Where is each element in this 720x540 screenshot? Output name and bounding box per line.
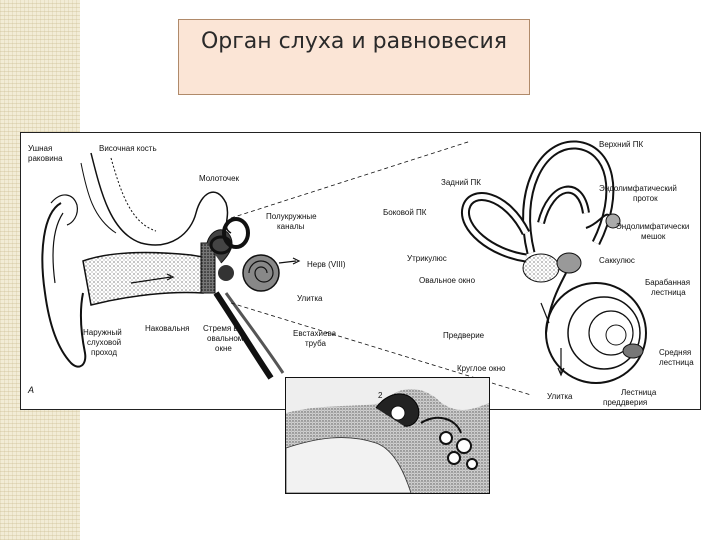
label-vestibuli-1: Лестница	[621, 388, 657, 397]
slide-title: Орган слуха и равновесия	[179, 29, 529, 54]
histology-image: 2	[286, 378, 489, 493]
label-endolymph-duct-1: Эндолимфатический	[599, 184, 677, 193]
histology-photo: 2	[285, 377, 490, 494]
temporal-bone-drawing	[81, 153, 231, 245]
label-media-2: лестница	[659, 358, 694, 367]
label-media-1: Средняя	[659, 348, 691, 357]
label-rear-canal: Задний ПК	[441, 178, 481, 187]
label-vestibule: Предверие	[443, 331, 485, 340]
zoom-line-top	[231, 141, 471, 218]
label-stapes-2: овальном	[207, 334, 243, 343]
label-malleus: Молоточек	[199, 174, 240, 183]
label-stapes-3: окне	[215, 344, 232, 353]
label-cochlea: Улитка	[297, 294, 323, 303]
label-endolymph-duct-2: проток	[633, 194, 658, 203]
label-cochlea-right: Улитка	[547, 392, 573, 401]
label-canal-2: слуховой	[87, 338, 121, 347]
label-nerve: Нерв (VIII)	[307, 260, 346, 269]
label-utricle: Утрикулюс	[407, 254, 447, 263]
label-canal-1: Наружный	[83, 328, 122, 337]
label-tympani-1: Барабанная	[645, 278, 690, 287]
label-tympani-2: лестница	[651, 288, 686, 297]
label-upper-canal: Верхний ПК	[599, 140, 643, 149]
label-round-window: Круглое окно	[457, 364, 506, 373]
label-temporal-bone: Височная кость	[99, 144, 157, 153]
label-stapes-1: Стремя в	[203, 324, 238, 333]
label-oval-window: Овальное окно	[419, 276, 476, 285]
ear-diagram: Ушная раковина Височная кость Молоточек …	[21, 133, 700, 409]
label-pinna-2: раковина	[28, 154, 63, 163]
ear-diagram-frame: Ушная раковина Височная кость Молоточек …	[20, 132, 701, 410]
label-canals-1: Полукружные	[266, 212, 317, 221]
label-canals-2: каналы	[277, 222, 305, 231]
label-canal-3: проход	[91, 348, 117, 357]
label-saccule: Саккулюс	[599, 256, 635, 265]
label-endolymph-sac-2: мешок	[641, 232, 666, 241]
label-eustachian-2: труба	[305, 339, 327, 348]
figure-letter: A	[27, 385, 34, 395]
label-incus: Наковальня	[145, 324, 189, 333]
ear-canal-drawing	[83, 253, 203, 305]
label-lateral-canal: Боковой ПК	[383, 208, 427, 217]
pinna-drawing	[42, 195, 85, 367]
photo-label: 2	[378, 391, 383, 400]
label-eustachian-1: Евстахиева	[293, 329, 337, 338]
label-pinna-1: Ушная	[28, 144, 52, 153]
label-vestibuli-2: преддверия	[603, 398, 647, 407]
title-box: Орган слуха и равновесия	[178, 19, 530, 95]
label-endolymph-sac-1: Эндолимфатически	[616, 222, 689, 231]
